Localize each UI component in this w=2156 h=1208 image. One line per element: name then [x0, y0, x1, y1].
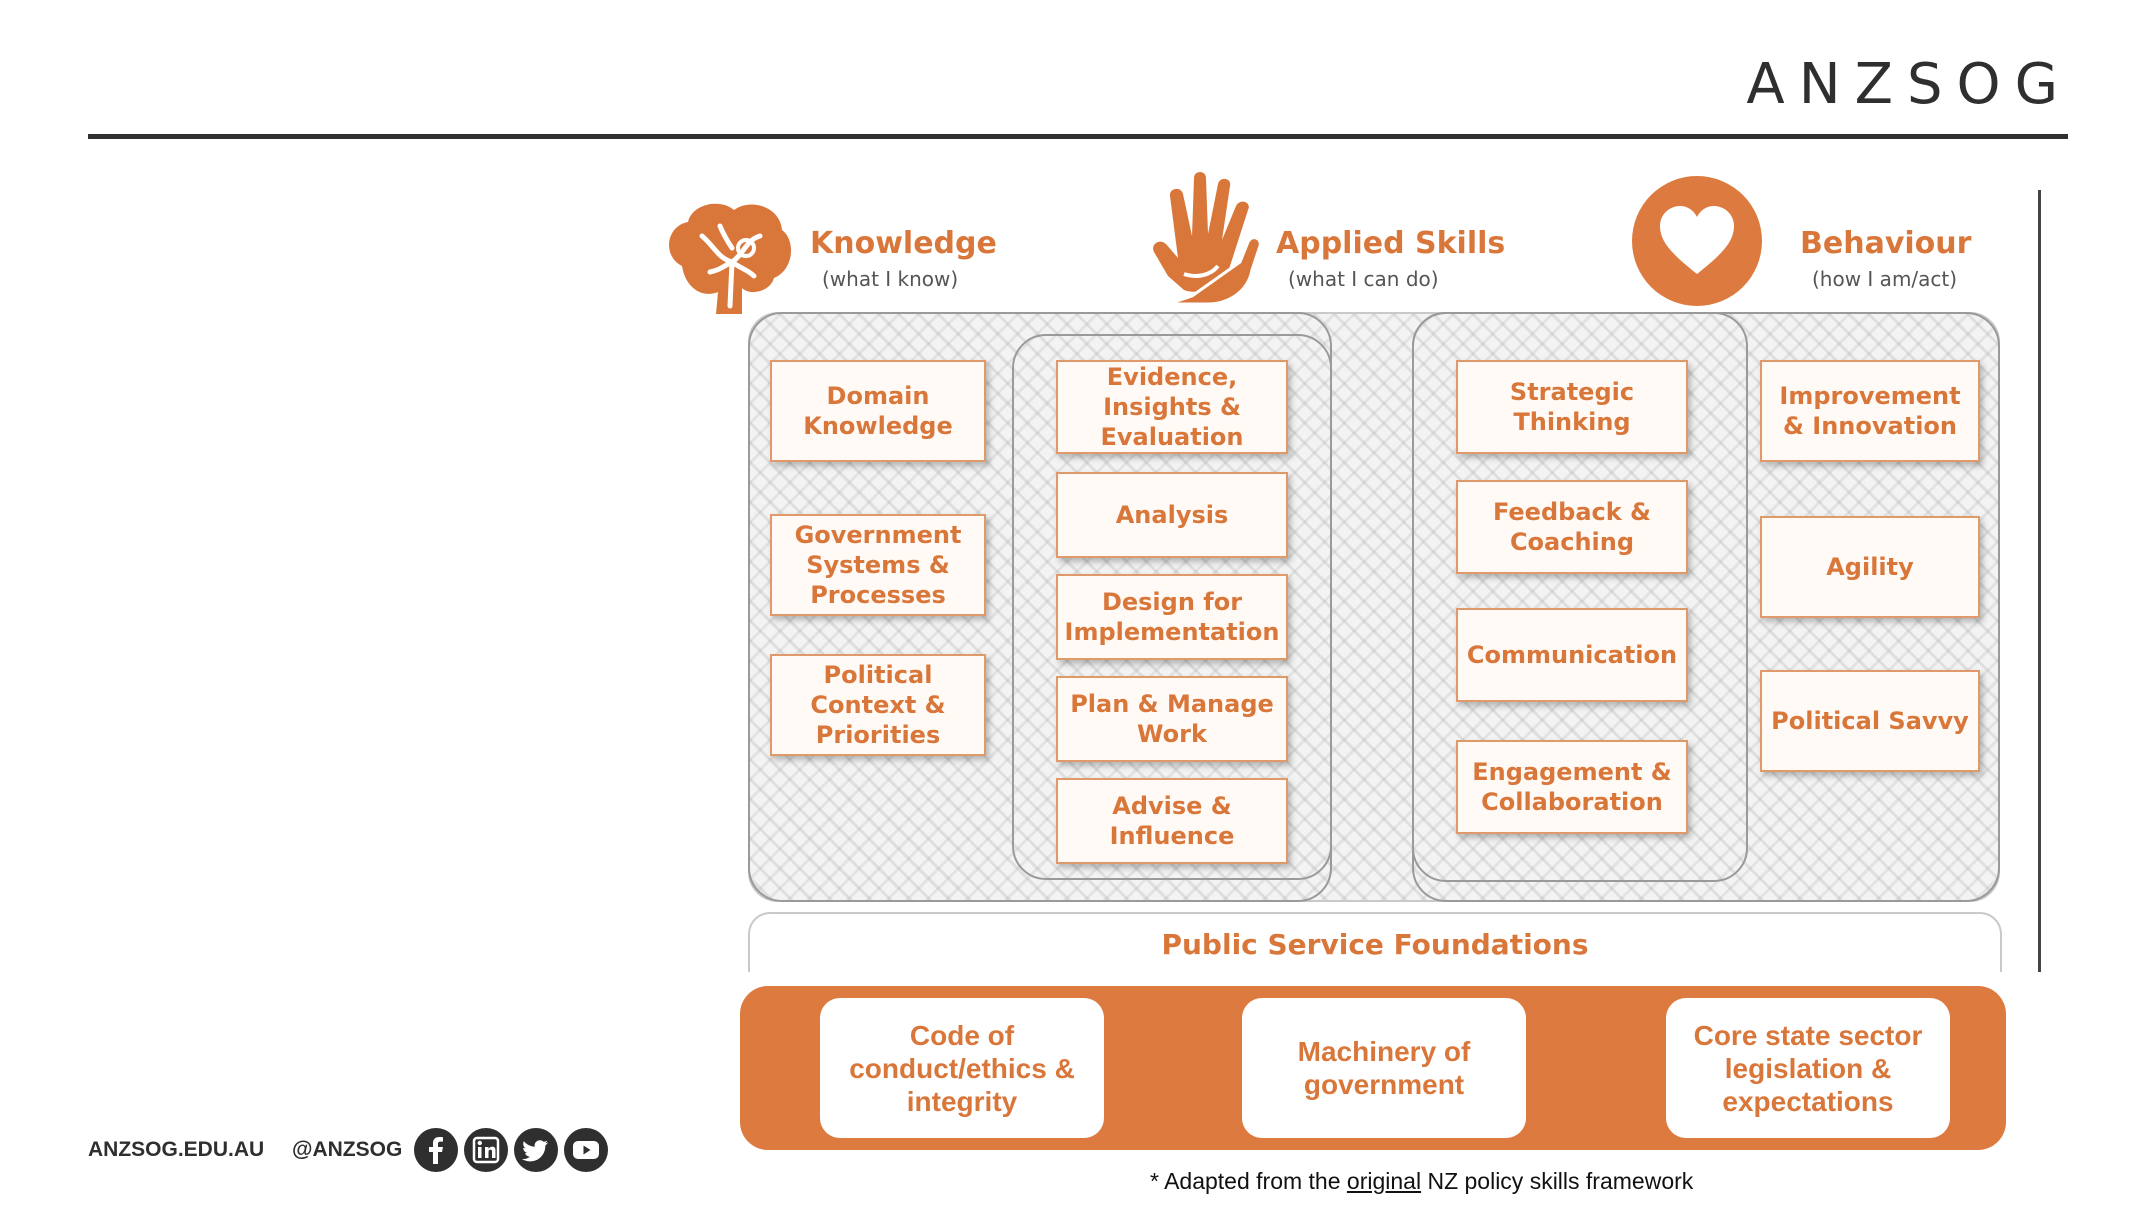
footer-handle[interactable]: @ANZSOG	[292, 1138, 403, 1161]
skill-card: Improvement & Innovation	[1760, 360, 1980, 462]
frame-line	[2038, 190, 2041, 972]
footer-site[interactable]: ANZSOG.EDU.AU	[88, 1138, 265, 1161]
foundations-header: Public Service Foundations	[748, 912, 2002, 972]
skill-card: Plan & Manage Work	[1056, 676, 1288, 762]
category-title: Knowledge	[810, 226, 997, 261]
linkedin-icon[interactable]	[464, 1128, 508, 1172]
youtube-icon[interactable]	[564, 1128, 608, 1172]
skill-card: Advise & Influence	[1056, 778, 1288, 864]
skill-card: Analysis	[1056, 472, 1288, 558]
heart-icon	[1632, 176, 1762, 311]
skill-card: Engagement & Collaboration	[1456, 740, 1688, 834]
twitter-icon[interactable]	[514, 1128, 558, 1172]
footnote-link[interactable]: original	[1346, 1168, 1422, 1194]
category-subtitle: (what I know)	[822, 267, 959, 291]
skill-card: Domain Knowledge	[770, 360, 986, 462]
skill-card: Feedback & Coaching	[1456, 480, 1688, 574]
skill-card: Evidence, Insights & Evaluation	[1056, 360, 1288, 454]
skill-card: Strategic Thinking	[1456, 360, 1688, 454]
footnote-prefix: * Adapted from the	[1150, 1168, 1347, 1194]
skill-card: Communication	[1456, 608, 1688, 702]
anzsog-logo: ANZSOG	[1746, 52, 2072, 117]
footnote-suffix: NZ policy skills framework	[1421, 1168, 1694, 1194]
category-title: Behaviour	[1800, 226, 1972, 261]
applied-skills-zone-left	[1012, 334, 1332, 880]
skill-card: Agility	[1760, 516, 1980, 618]
foundation-card: Code of conduct/ethics & integrity	[820, 998, 1104, 1138]
category-subtitle: (what I can do)	[1288, 267, 1439, 291]
behaviour-zone	[1412, 312, 2000, 902]
brain-icon	[662, 196, 796, 319]
footnote: * Adapted from the original NZ policy sk…	[1150, 1168, 1693, 1195]
skill-card: Political Context & Priorities	[770, 654, 986, 756]
skill-card: Government Systems & Processes	[770, 514, 986, 616]
foundation-card: Core state sector legislation & expectat…	[1666, 998, 1950, 1138]
skill-card: Design for Implementation	[1056, 574, 1288, 660]
foundations-title: Public Service Foundations	[1161, 928, 1589, 961]
category-applied-skills: Applied Skills (what I can do)	[1276, 226, 1505, 291]
foundations-band: Code of conduct/ethics & integrity Machi…	[740, 986, 2006, 1150]
category-title: Applied Skills	[1276, 226, 1506, 261]
facebook-icon[interactable]	[414, 1128, 458, 1172]
category-behaviour: Behaviour (how I am/act)	[1800, 226, 1971, 291]
category-knowledge: Knowledge (what I know)	[810, 226, 997, 291]
category-subtitle: (how I am/act)	[1812, 267, 1958, 291]
header-rule	[88, 134, 2068, 139]
foundation-card: Machinery of government	[1242, 998, 1526, 1138]
hands-icon	[1148, 166, 1262, 309]
skill-card: Political Savvy	[1760, 670, 1980, 772]
